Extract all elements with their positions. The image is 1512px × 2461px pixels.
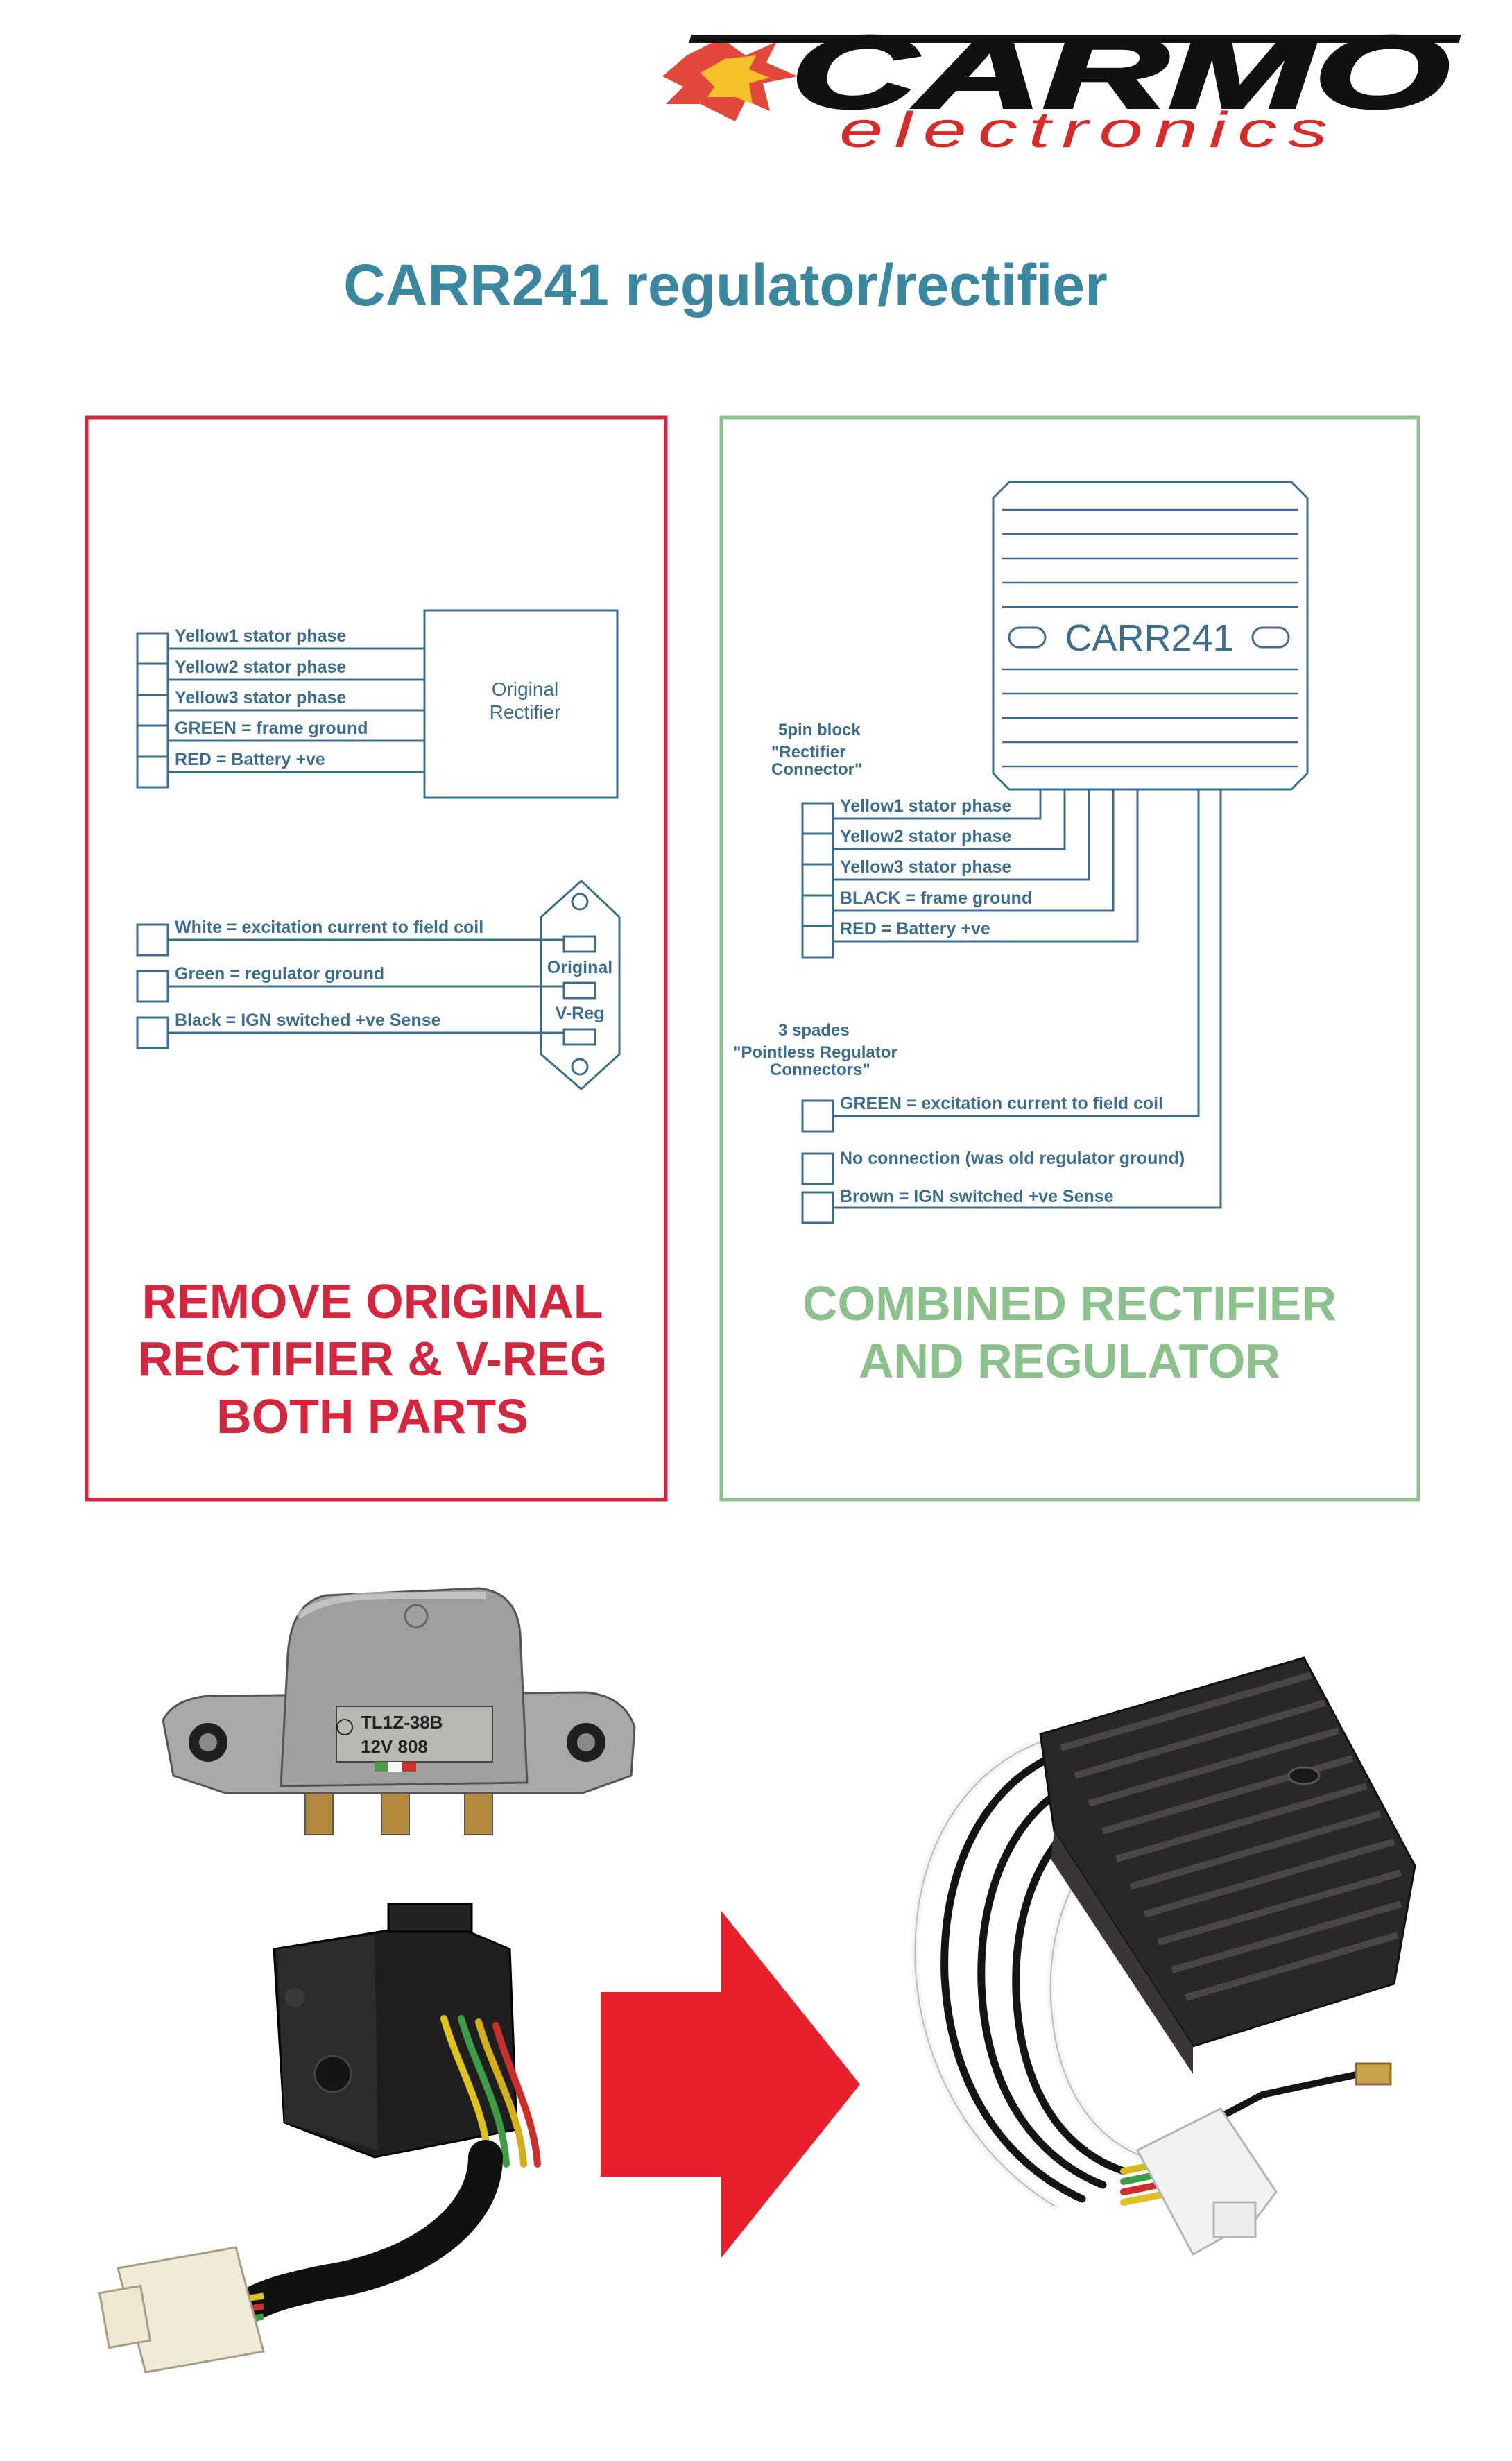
original-rectifier-box (423, 609, 619, 799)
block-wire-label: RED = Battery +ve (840, 919, 990, 938)
spade-wire-label: No connection (was old regulator ground) (840, 1149, 1185, 1168)
rectifier-box-label-2: Rectifier (490, 701, 561, 723)
block-label: "Rectifier (771, 743, 845, 762)
rectifier-wire-label: RED = Battery +ve (175, 750, 325, 769)
rectifier-box-label-1: Original (492, 678, 558, 700)
block-wire-label: Yellow1 stator phase (840, 796, 1011, 816)
carr241-unit-photo (911, 1656, 1416, 2256)
vreg-wire-label: White = excitation current to field coil (175, 918, 483, 937)
arrow-right-icon (601, 1911, 860, 2258)
block-label: Connector" (771, 760, 862, 779)
vreg-part-number: TL1Z-38B (361, 1712, 443, 1733)
spade-wire-label: GREEN = excitation current to field coil (840, 1094, 1163, 1113)
block-wire-label: Yellow3 stator phase (840, 857, 1011, 877)
block-wire-label: BLACK = frame ground (840, 889, 1032, 908)
caption-line: BOTH PARTS (216, 1389, 529, 1443)
logo-sub-text: electronics (839, 103, 1339, 158)
caption-line: RECTIFIER & V-REG (138, 1332, 608, 1386)
vreg-voltage-label: 12V 808 (361, 1736, 428, 1757)
spade-wire-label: Brown = IGN switched +ve Sense (840, 1187, 1114, 1206)
logo-brand-text: CARMO (791, 15, 1450, 130)
rectifier-wire-label: Yellow3 stator phase (175, 688, 346, 708)
original-vreg-photo: TL1Z-38B 12V 808 (162, 1587, 636, 1835)
caption-line: COMBINED RECTIFIER (802, 1276, 1337, 1330)
original-rectifier-photo (98, 1903, 541, 2374)
left-caption: REMOVE ORIGINAL RECTIFIER & V-REG BOTH P… (138, 1274, 608, 1443)
block-label: 5pin block (778, 721, 861, 739)
unit-label: CARR241 (1065, 617, 1233, 659)
brand-logo: CARMO electronics (662, 14, 1461, 158)
rectifier-wire-label: GREEN = frame ground (175, 719, 368, 738)
page-title: CARR241 regulator/rectifier (343, 252, 1108, 318)
vreg-box-label-1: Original (547, 958, 612, 977)
vreg-wiring: Original V-Reg White = excitation curren… (136, 879, 621, 1091)
vreg-wire-label: Black = IGN switched +ve Sense (175, 1011, 441, 1030)
spade-label: "Pointless Regulator (733, 1043, 897, 1062)
logo-flame-icon (662, 38, 798, 121)
rectifier-wire-label: Yellow1 stator phase (175, 626, 346, 646)
carr241-unit-drawing: CARR241 (992, 481, 1309, 791)
rectifier-wiring: Original Rectifier Yellow1 stator phase … (136, 609, 619, 799)
vreg-box-label-2: V-Reg (556, 1004, 605, 1023)
rectifier-wire-label: Yellow2 stator phase (175, 658, 346, 677)
left-panel-frame (85, 415, 668, 1502)
spade-label: Connectors" (770, 1061, 870, 1079)
three-spades: 3 spades "Pointless Regulator Connectors… (733, 789, 1222, 1224)
block-wire-label: Yellow2 stator phase (840, 827, 1011, 846)
original-vreg-outline (540, 879, 621, 1091)
left-panel: Original Rectifier Yellow1 stator phase … (85, 415, 668, 1502)
right-panel-frame (719, 415, 1420, 1502)
spade-label: 3 spades (778, 1021, 850, 1040)
caption-line: AND REGULATOR (859, 1334, 1280, 1388)
right-panel: CARR241 5pin block "Rectifier Connector"… (719, 415, 1420, 1502)
right-caption: COMBINED RECTIFIER AND REGULATOR (802, 1276, 1337, 1388)
five-pin-block: 5pin block "Rectifier Connector" Yellow1… (771, 721, 1139, 959)
caption-line: REMOVE ORIGINAL (141, 1274, 603, 1328)
vreg-wire-label: Green = regulator ground (175, 964, 384, 984)
